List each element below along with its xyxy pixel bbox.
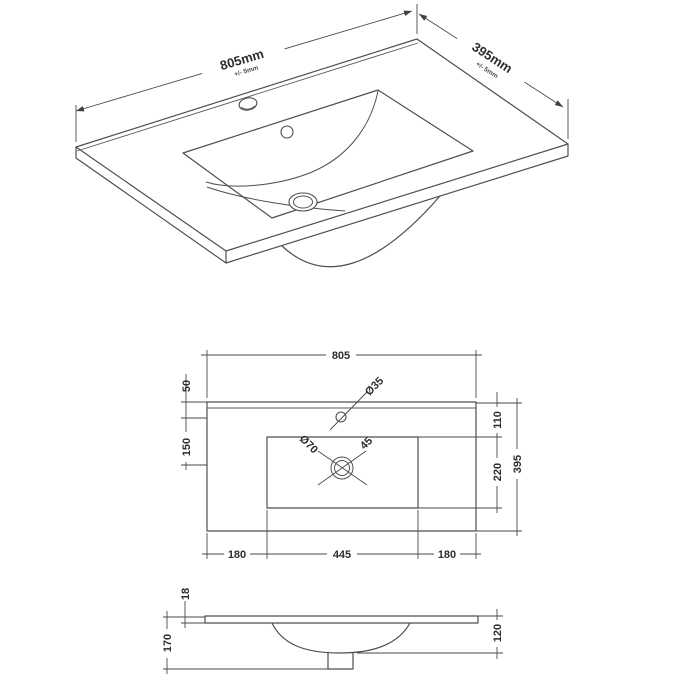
plan-view: Ø35 Ø70 45 805 50 150 <box>180 348 524 561</box>
dim-18-label: 18 <box>180 588 192 600</box>
leader-line <box>317 450 367 486</box>
plan-top-dimension: 805 <box>201 348 482 398</box>
section-thickness-dimension: 18 <box>180 588 205 628</box>
dim-180-right-label: 180 <box>438 549 456 561</box>
iso-depth-dimension: 395mm +/- 5mm <box>418 13 569 139</box>
bowl-curve-lower <box>206 186 346 212</box>
tap-hole-label: Ø35 <box>363 375 386 398</box>
slab-left-face <box>75 146 227 264</box>
isometric-view: 805mm +/- 5mm 395mm +/- 5mm <box>75 4 569 268</box>
bowl-curve-upper <box>205 90 379 187</box>
iso-width-dimension: 805mm +/- 5mm <box>75 4 418 142</box>
plan-bottom-dimensions: 180 445 180 <box>202 510 481 561</box>
section-view: 18 170 120 <box>161 588 504 674</box>
section-bowl-dimension: 120 <box>357 609 504 659</box>
waste-hole-iso <box>288 192 318 212</box>
dim-50-label: 50 <box>181 380 193 392</box>
plan-left-dimensions: 50 150 <box>180 374 207 470</box>
slab-right-face <box>225 143 569 264</box>
dim-120-label: 120 <box>492 624 504 642</box>
plan-waste-hole: Ø70 45 <box>297 433 375 486</box>
section-slab <box>204 615 479 624</box>
plan-outline <box>206 401 477 532</box>
section-waste-stub <box>327 652 354 670</box>
plan-basin-recess <box>266 436 419 509</box>
dim-445-label: 445 <box>333 549 351 561</box>
under-bowl-curve <box>281 195 441 268</box>
plan-width-label: 805 <box>332 350 350 362</box>
dim-170-label: 170 <box>162 634 174 652</box>
dim-220-label: 220 <box>492 463 504 481</box>
leader-line <box>329 391 368 431</box>
tap-hole-iso <box>280 125 294 139</box>
section-height-dimension: 170 <box>161 611 330 674</box>
overflow-hole <box>238 97 258 111</box>
section-bowl <box>271 622 411 654</box>
dim-180-left-label: 180 <box>228 549 246 561</box>
dim-150-label: 150 <box>181 438 193 456</box>
dim-110-label: 110 <box>492 411 504 429</box>
plan-right-dimensions: 110 220 395 <box>418 392 524 536</box>
dim-395-label: 395 <box>512 455 524 473</box>
